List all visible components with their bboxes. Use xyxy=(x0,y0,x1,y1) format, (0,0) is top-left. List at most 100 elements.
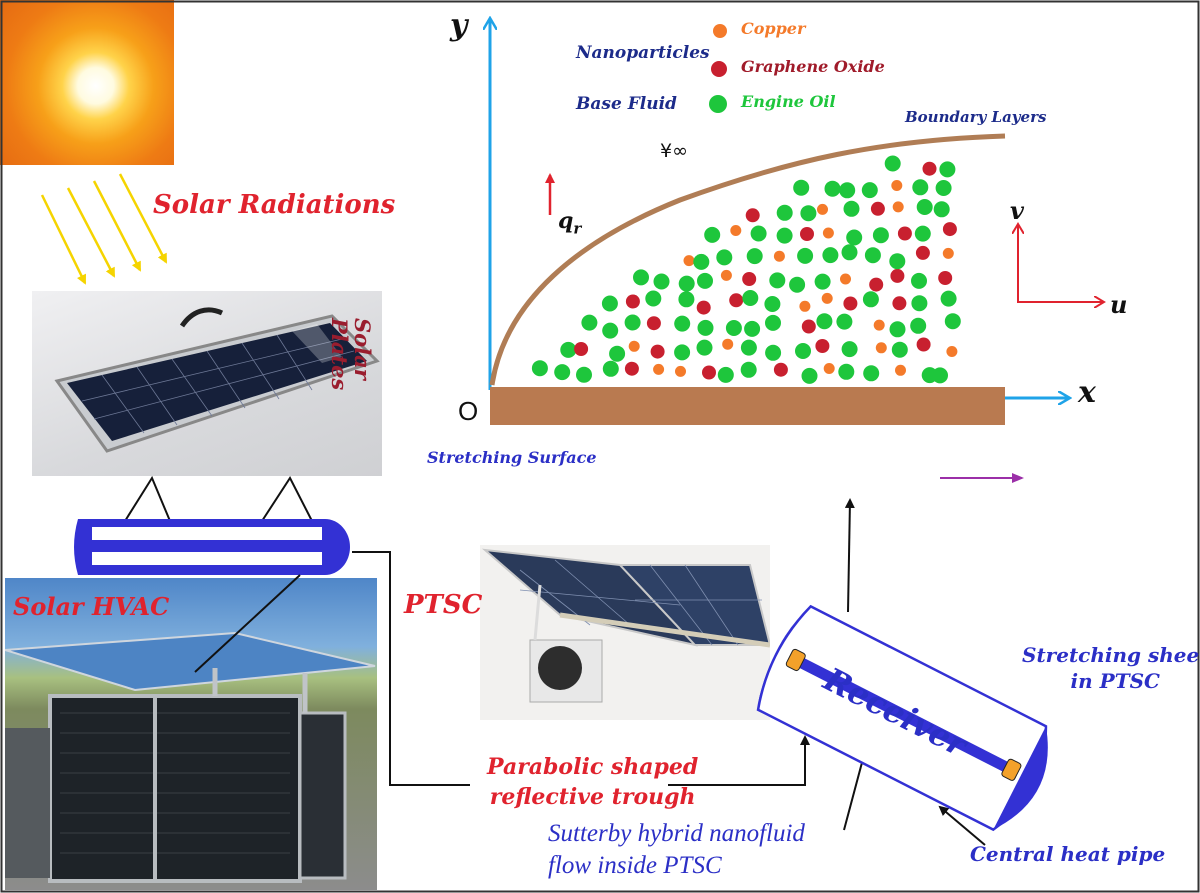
nanoparticle xyxy=(789,276,806,293)
stretching-sheet-line-2: in PTSC xyxy=(1070,669,1160,693)
v-velocity-label: v xyxy=(1010,196,1024,225)
nanoparticle xyxy=(890,268,905,283)
solar-hvac-photo xyxy=(5,578,377,890)
connector-lines xyxy=(194,498,986,846)
nanoparticle xyxy=(697,319,714,336)
nanoparticle xyxy=(814,273,831,290)
nanoparticle xyxy=(730,225,742,236)
nanoparticle xyxy=(916,337,931,352)
sutterby-flow-line-2: flow inside PTSC xyxy=(548,852,722,879)
nanoparticle xyxy=(938,271,953,285)
solar-plates-line-1: Solar xyxy=(350,318,375,380)
nanoparticle xyxy=(696,300,711,315)
nanoparticle xyxy=(935,180,952,196)
ptsc-tube xyxy=(74,519,350,575)
nanoparticle xyxy=(891,341,908,358)
nanoparticle xyxy=(729,293,744,308)
nanoparticle xyxy=(560,341,577,358)
nanoparticle xyxy=(861,182,878,199)
nanoparticle xyxy=(765,314,781,331)
nanoparticle xyxy=(740,339,757,356)
nanoparticle xyxy=(841,341,858,358)
legend-dot-graphene-oxide xyxy=(711,61,727,77)
nanoparticle xyxy=(576,366,592,383)
nanoparticle xyxy=(628,340,640,352)
nanoparticle xyxy=(815,339,830,353)
legend-dot-copper xyxy=(713,24,727,38)
nanoparticle xyxy=(910,317,927,334)
nanoparticle xyxy=(678,291,695,308)
nanoparticle xyxy=(843,200,860,217)
parabolic-trough-line-1: Parabolic shaped xyxy=(487,754,699,780)
nanoparticle xyxy=(911,272,927,289)
free-stream-label: ¥∞ xyxy=(660,140,688,162)
hvac-unit-drawing xyxy=(5,631,376,883)
boundary-layers-label: Boundary Layers xyxy=(905,108,1047,126)
nanoparticle xyxy=(646,316,661,331)
solar-panel-photo xyxy=(32,291,382,476)
nanoparticle xyxy=(916,199,933,215)
nanoparticle xyxy=(674,315,691,332)
nanoparticle xyxy=(912,179,929,196)
x-axis-label: x xyxy=(1078,375,1096,410)
nanoparticle xyxy=(939,161,956,178)
nanoparticle xyxy=(891,180,903,191)
base-fluid-label: Base Fluid xyxy=(576,94,677,114)
parabolic-trough-line-2: reflective trough xyxy=(489,784,696,810)
nanoparticle xyxy=(574,342,589,356)
nanoparticle xyxy=(650,344,665,359)
nanoparticle xyxy=(744,320,761,337)
nanoparticle xyxy=(645,290,662,307)
nanoparticle xyxy=(914,225,931,242)
nanoparticle xyxy=(653,363,665,375)
nanoparticle xyxy=(875,342,887,354)
nanoparticle xyxy=(624,314,641,331)
nanoparticle xyxy=(840,273,851,285)
nanoparticle xyxy=(862,291,879,308)
nanoparticle xyxy=(889,253,906,270)
nanoparticle xyxy=(795,343,811,359)
nanoparticle xyxy=(773,250,785,262)
nanoparticle xyxy=(932,367,948,384)
sutterby-flow-line-1: Sutterby hybrid nanofluid xyxy=(548,820,805,847)
heat-flux-symbol: q xyxy=(558,208,574,234)
nanoparticle xyxy=(674,344,691,361)
nanoparticle xyxy=(922,161,937,176)
nanoparticle xyxy=(601,295,618,312)
nanoparticle xyxy=(869,277,884,292)
nanoparticle xyxy=(843,296,858,311)
nanoparticle xyxy=(873,319,885,331)
nanoparticle xyxy=(933,201,950,218)
nanoparticle xyxy=(602,322,619,339)
nanoparticle xyxy=(846,229,863,246)
nanoparticle xyxy=(942,222,957,237)
solar-panel-drawing xyxy=(54,307,380,453)
stretching-surface-label: Stretching Surface xyxy=(427,448,597,467)
nanoparticle xyxy=(800,205,817,222)
nanoparticle xyxy=(750,225,767,242)
nanoparticle xyxy=(697,272,713,289)
nanoparticle xyxy=(915,245,930,260)
nanoparticle xyxy=(911,295,928,312)
receiver-tube xyxy=(756,604,1048,832)
nanoparticle xyxy=(554,364,571,381)
solar-rays xyxy=(40,173,168,285)
nanoparticle xyxy=(720,269,732,281)
nanoparticle xyxy=(745,208,760,223)
heat-flux-label: qr xyxy=(558,208,581,237)
nanoparticle xyxy=(870,201,885,216)
nanoparticle xyxy=(793,179,810,196)
stretching-surface-bar xyxy=(490,387,1005,425)
nanoparticles-label: Nanoparticles xyxy=(576,43,710,63)
nanoparticle xyxy=(889,321,906,338)
nanoparticle xyxy=(895,364,906,376)
nanoparticle xyxy=(800,227,814,241)
nanoparticle xyxy=(531,360,548,377)
y-axis-label: y xyxy=(450,8,468,43)
legend-label-copper: Copper xyxy=(741,19,806,38)
nanoparticle xyxy=(946,346,958,357)
nanoparticle xyxy=(817,203,828,215)
nanoparticle xyxy=(722,338,734,350)
nanoparticle xyxy=(678,275,695,292)
